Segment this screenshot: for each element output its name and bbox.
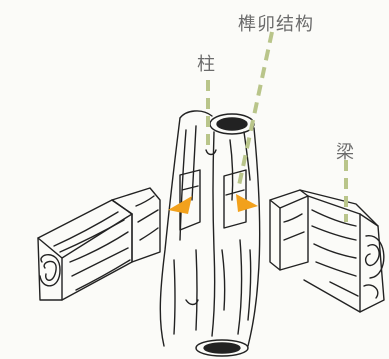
left-arrow-icon xyxy=(168,196,192,214)
right-beam xyxy=(269,189,385,313)
pillar-label: 柱 xyxy=(197,54,216,75)
beam-label: 梁 xyxy=(336,142,355,163)
column xyxy=(159,110,261,357)
joint-label: 榫卯结构 xyxy=(238,14,314,35)
left-beam xyxy=(37,187,161,301)
joint-leader-line xyxy=(236,31,274,191)
right-arrow-icon xyxy=(236,194,258,212)
